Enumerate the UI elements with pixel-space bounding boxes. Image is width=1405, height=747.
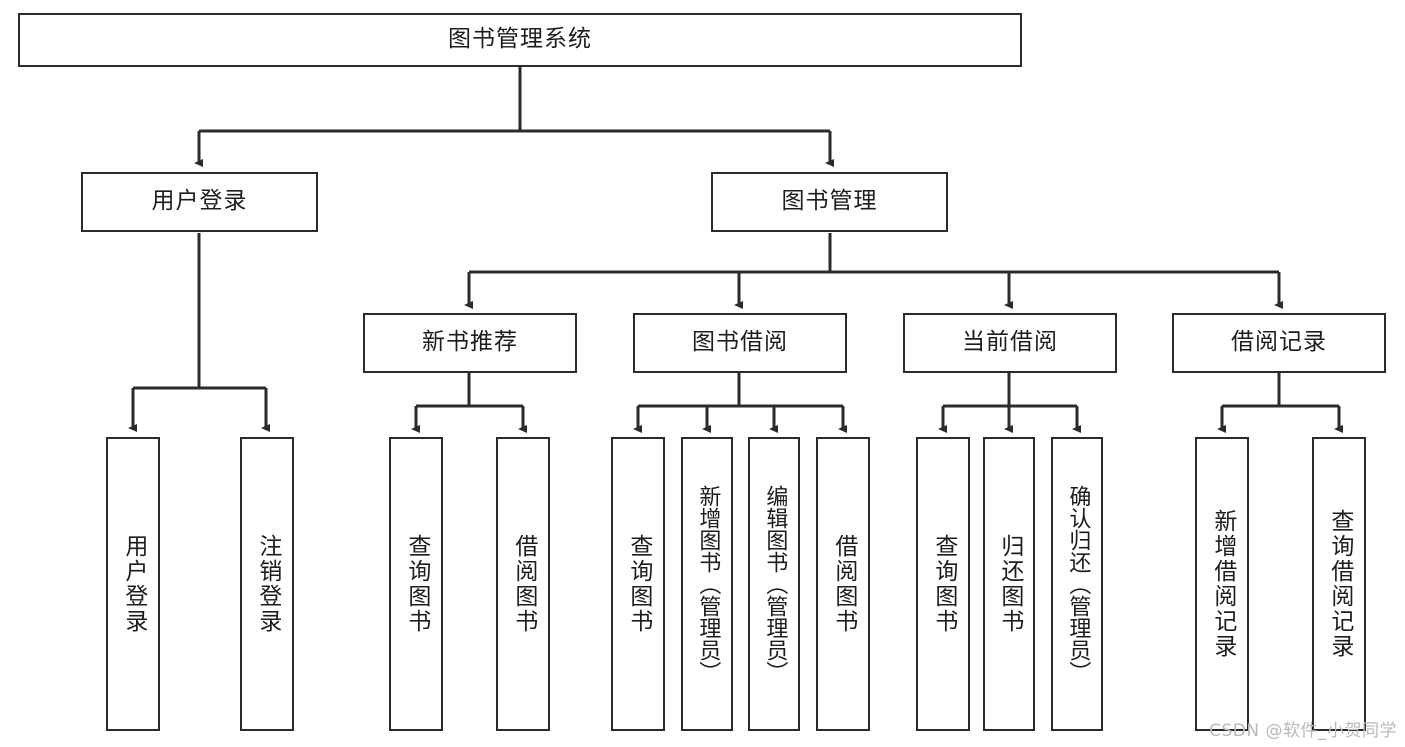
node-leaf-query-borrow-record[interactable]: 查询借阅记录 bbox=[1312, 437, 1366, 731]
node-leaf-query-book-current[interactable]: 查询图书 bbox=[916, 437, 970, 731]
node-leaf-add-borrow-record[interactable]: 新增借阅记录 bbox=[1195, 437, 1249, 731]
node-label: 借阅图书 bbox=[510, 534, 537, 634]
node-new-book-recommend[interactable]: 新书推荐 bbox=[363, 313, 577, 373]
node-book-borrow[interactable]: 图书借阅 bbox=[633, 313, 847, 373]
node-borrow-record[interactable]: 借阅记录 bbox=[1172, 313, 1386, 373]
node-leaf-query-book-borrow[interactable]: 查询图书 bbox=[611, 437, 665, 731]
node-leaf-edit-book-admin[interactable]: 编辑图书（管理员） bbox=[748, 437, 800, 731]
node-user-login[interactable]: 用户登录 bbox=[81, 172, 318, 232]
node-label: 图书管理 bbox=[781, 188, 878, 215]
node-label: 确认归还（管理员） bbox=[1065, 485, 1091, 683]
node-label: 查询图书 bbox=[625, 534, 652, 634]
node-label: 归还图书 bbox=[996, 534, 1023, 634]
node-leaf-borrow-book-recommend[interactable]: 借阅图书 bbox=[496, 437, 550, 731]
node-current-borrow[interactable]: 当前借阅 bbox=[903, 313, 1117, 373]
node-label: 当前借阅 bbox=[962, 329, 1058, 356]
node-label: 用户登录 bbox=[151, 188, 248, 215]
node-root-book-management-system[interactable]: 图书管理系统 bbox=[18, 13, 1022, 67]
node-book-management[interactable]: 图书管理 bbox=[711, 172, 948, 232]
node-label: 新增借阅记录 bbox=[1209, 509, 1236, 659]
node-label: 新书推荐 bbox=[422, 329, 518, 356]
node-label: 图书借阅 bbox=[692, 329, 788, 356]
node-leaf-add-book-admin[interactable]: 新增图书（管理员） bbox=[681, 437, 733, 731]
node-leaf-return-book[interactable]: 归还图书 bbox=[983, 437, 1035, 731]
node-label: 查询图书 bbox=[930, 534, 957, 634]
node-leaf-borrow-book[interactable]: 借阅图书 bbox=[816, 437, 870, 731]
node-label: 图书管理系统 bbox=[448, 26, 592, 53]
node-label: 用户登录 bbox=[120, 534, 147, 634]
node-label: 借阅图书 bbox=[830, 534, 857, 634]
node-leaf-user-login[interactable]: 用户登录 bbox=[106, 437, 160, 731]
node-label: 查询图书 bbox=[403, 534, 430, 634]
csdn-watermark: CSDN @软件_小贺同学 bbox=[1209, 721, 1397, 741]
node-leaf-confirm-return-admin[interactable]: 确认归还（管理员） bbox=[1051, 437, 1103, 731]
node-leaf-query-book-recommend[interactable]: 查询图书 bbox=[389, 437, 443, 731]
node-label: 注销登录 bbox=[254, 534, 281, 634]
node-label: 编辑图书（管理员） bbox=[762, 485, 788, 683]
node-leaf-logout[interactable]: 注销登录 bbox=[240, 437, 294, 731]
node-label: 新增图书（管理员） bbox=[695, 485, 721, 683]
node-label: 查询借阅记录 bbox=[1326, 509, 1353, 659]
node-label: 借阅记录 bbox=[1231, 329, 1327, 356]
